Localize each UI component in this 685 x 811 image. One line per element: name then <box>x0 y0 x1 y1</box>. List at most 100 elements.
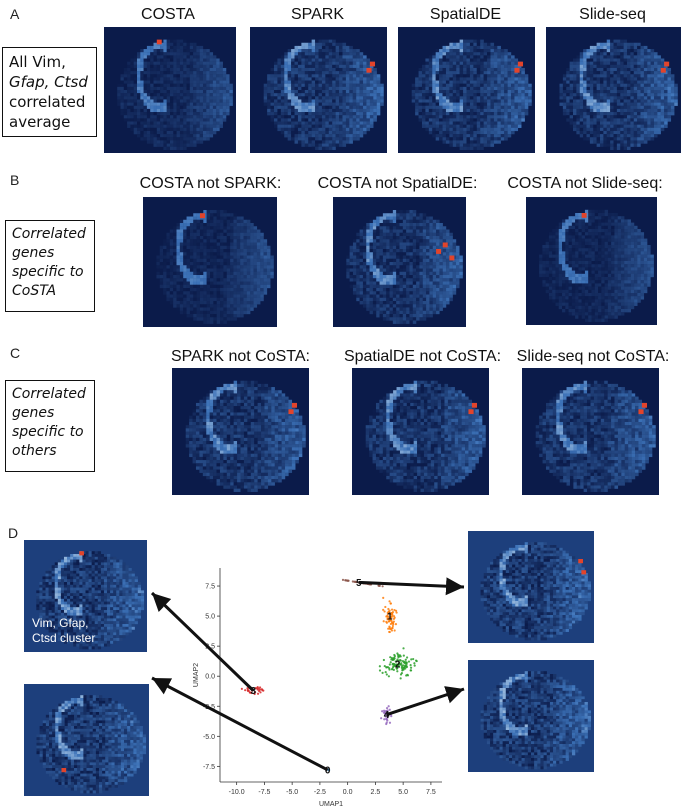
umap-point <box>399 655 402 658</box>
umap-point <box>361 582 365 585</box>
umap-point <box>395 663 398 666</box>
umap-point <box>341 578 345 581</box>
umap-point <box>407 660 411 663</box>
umap-point <box>382 711 386 714</box>
umap-point <box>378 669 382 672</box>
x-tick-label: 0.0 <box>343 789 353 796</box>
heatmap-b-costa-not-spatialde <box>333 197 466 327</box>
umap-point <box>390 619 393 623</box>
umap-point <box>387 620 390 623</box>
umap-point <box>384 671 387 674</box>
umap-point <box>389 613 392 616</box>
umap-point <box>327 769 331 772</box>
umap-point <box>261 689 264 692</box>
title-spark-not-costa: SPARK not CoSTA: <box>170 348 310 365</box>
umap-point <box>395 611 398 614</box>
umap-point <box>391 662 395 665</box>
umap-point <box>388 617 391 621</box>
x-tick-label: 2.5 <box>371 789 381 796</box>
umap-point <box>392 656 396 659</box>
umap-point <box>367 582 370 586</box>
x-tick-label: 7.5 <box>426 789 436 796</box>
desc-b-line-2: genes <box>12 245 55 261</box>
umap-point <box>382 596 385 599</box>
desc-a-line-2: Gfap, Ctsd <box>9 73 88 91</box>
title-slideseq: Slide-seq <box>579 6 646 23</box>
umap-point <box>392 617 396 620</box>
umap-point <box>244 689 247 692</box>
umap-point <box>385 666 388 669</box>
x-tick-label: -10.0 <box>229 789 245 796</box>
umap-point <box>240 687 243 690</box>
umap-point <box>387 612 390 615</box>
umap-point <box>396 658 399 661</box>
description-box-a: All Vim, Gfap, Ctsd correlated average <box>2 47 97 137</box>
umap-point <box>405 663 408 666</box>
umap-point <box>409 669 413 672</box>
umap-point <box>387 675 390 678</box>
umap-point <box>386 666 390 669</box>
umap-point <box>391 621 394 624</box>
umap-point <box>391 658 394 662</box>
umap-point <box>389 656 392 659</box>
cluster-label-4: 4 <box>384 710 390 721</box>
desc-a-line-4: average <box>9 113 71 131</box>
umap-point <box>385 673 388 676</box>
umap-point <box>402 647 405 650</box>
title-slideseq-not-costa: Slide-seq not CoSTA: <box>516 348 670 365</box>
y-tick-label: 7.5 <box>205 584 215 591</box>
panel-letter-d: D <box>8 525 19 541</box>
umap-point <box>394 609 398 612</box>
umap-point <box>383 664 386 668</box>
umap-point <box>382 658 385 662</box>
cluster-label-0: 0 <box>325 765 331 776</box>
umap-point <box>386 618 389 621</box>
y-axis-label: UMAP2 <box>193 663 200 687</box>
heatmap-c-slideseq-not-costa <box>522 368 659 495</box>
title-spark: SPARK <box>290 6 345 23</box>
umap-point <box>395 667 398 670</box>
umap-point <box>388 600 391 603</box>
umap-point <box>403 666 406 669</box>
description-box-c: Correlated genes specific to others <box>5 380 95 472</box>
x-tick-label: -5.0 <box>286 789 298 796</box>
umap-point <box>401 669 404 672</box>
y-tick-label: -5.0 <box>203 734 215 741</box>
umap-point <box>246 689 250 693</box>
umap-point <box>386 719 389 722</box>
heatmap-a-spark <box>250 27 387 153</box>
umap-point <box>381 671 384 674</box>
desc-c-line-2: genes <box>12 405 55 421</box>
heatmap-d-cluster-5 <box>468 531 594 643</box>
umap-point <box>406 673 409 676</box>
desc-c-line-4: others <box>12 443 57 459</box>
umap-point <box>391 667 394 670</box>
umap-point <box>246 687 249 690</box>
title-costa: COSTA <box>141 6 195 23</box>
umap-point <box>387 627 390 630</box>
desc-b-line-1: Correlated <box>12 226 86 242</box>
umap-point <box>383 718 386 721</box>
umap-point <box>389 622 392 626</box>
y-tick-label: -2.5 <box>203 704 215 711</box>
umap-point <box>347 579 350 582</box>
umap-point <box>384 605 387 609</box>
umap-point <box>385 717 388 720</box>
umap-point <box>391 613 394 617</box>
umap-point <box>393 663 396 666</box>
umap-point <box>414 659 418 662</box>
umap-point <box>399 677 402 680</box>
panel-letter-b: B <box>10 172 20 188</box>
heatmap-a-costa <box>104 27 236 153</box>
title-costa-not-spatialde: COSTA not SpatialDE: <box>317 175 478 192</box>
overlay-line-2: Ctsd cluster <box>32 631 96 645</box>
umap-point <box>390 656 394 660</box>
umap-point <box>378 665 381 668</box>
heatmap-d-cluster-4 <box>468 660 594 772</box>
umap-point <box>391 624 394 628</box>
heatmap-b-costa-not-spark <box>143 197 277 327</box>
umap-point <box>400 665 404 668</box>
umap-point <box>388 663 391 666</box>
title-spatialde: SpatialDE <box>429 6 502 23</box>
